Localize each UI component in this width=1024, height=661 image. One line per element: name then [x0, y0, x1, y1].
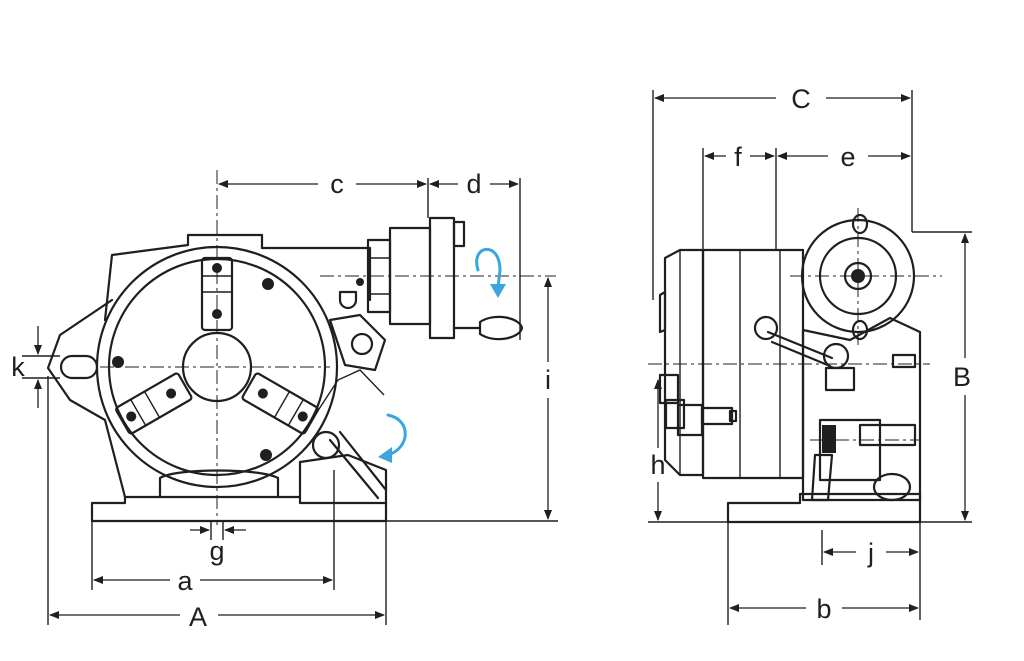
label-C: C [791, 84, 811, 114]
chuck-bolt [260, 449, 272, 461]
chuck-bolt [262, 278, 274, 290]
label-B: B [953, 362, 971, 392]
label-d: d [466, 169, 481, 199]
side-dimensions [648, 90, 972, 625]
front-right-base-block [298, 453, 388, 505]
locking-lever [303, 313, 388, 500]
front-view [46, 170, 556, 525]
rotation-arrow-icon [475, 247, 506, 298]
dimension-labels: A a g k c d i C f e B h j b [11, 84, 971, 632]
side-bolt-stack [658, 373, 738, 437]
side-chuck [663, 248, 705, 477]
label-k: k [11, 352, 25, 382]
label-A: A [189, 602, 207, 632]
chuck-jaw-top [200, 256, 234, 332]
label-j: j [867, 538, 874, 568]
side-base [726, 492, 922, 524]
front-base-recess [158, 469, 280, 499]
rotation-arrow-icon [378, 413, 407, 463]
label-i: i [545, 365, 551, 395]
chuck-jaw-right [115, 372, 193, 435]
front-dimensions [22, 178, 558, 625]
side-housing [801, 316, 922, 502]
label-a: a [177, 566, 193, 596]
label-c: c [330, 169, 344, 199]
label-g: g [209, 536, 224, 566]
label-b: b [816, 594, 831, 624]
clamping-slot [59, 354, 99, 380]
front-base-plate [90, 495, 388, 523]
label-f: f [734, 142, 742, 172]
chuck-bolt [112, 356, 124, 368]
front-housing-top [103, 233, 372, 322]
front-left-lug [46, 298, 127, 499]
side-view [648, 208, 942, 524]
label-h: h [650, 450, 665, 480]
label-e: e [840, 142, 855, 172]
